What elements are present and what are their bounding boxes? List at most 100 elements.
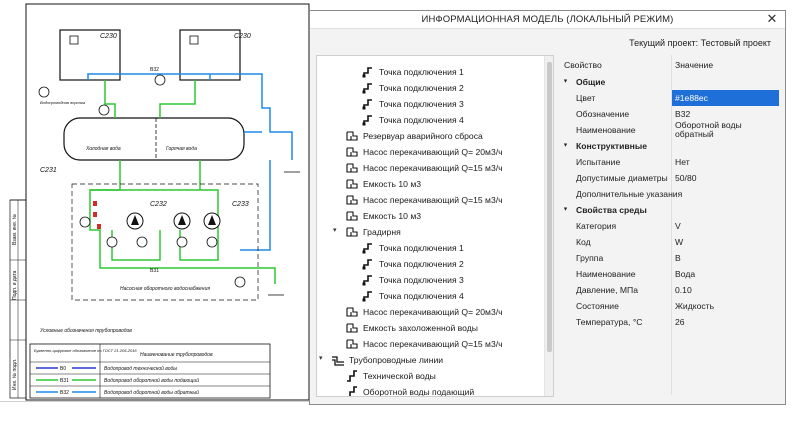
property-value[interactable]: 26 [675, 317, 685, 327]
label-b32-top: В32 [150, 67, 159, 73]
property-row[interactable]: Дополнительные указания [556, 186, 779, 202]
property-value[interactable]: W [675, 237, 684, 247]
property-value[interactable]: В [675, 253, 681, 263]
tree-row[interactable]: ▾Трубопроводные линии [317, 352, 545, 368]
tree-row[interactable]: Емкость 10 м3 [317, 176, 545, 192]
property-value[interactable]: Жидкость [675, 301, 715, 311]
tree-row[interactable]: Насос перекачивающий Q=15 м3/ч [317, 192, 545, 208]
equipment-icon [345, 161, 359, 175]
title-block-text-3: Инв. № подл. [12, 359, 18, 390]
tree-row[interactable]: Точка подключения 4 [317, 112, 545, 128]
props-column-separator [671, 55, 672, 395]
tree-row[interactable]: Точка подключения 1 [317, 64, 545, 80]
props-header-row: Свойство Значение [556, 57, 779, 73]
property-value[interactable]: V [675, 221, 681, 231]
connection-point-icon [361, 81, 375, 95]
property-value[interactable]: 50/80 [675, 173, 697, 183]
label-hot-water: Горячая вода [166, 146, 197, 152]
props-group-header[interactable]: ▲ Общие [556, 74, 779, 90]
tree-row[interactable]: Оборотной воды подающий [317, 384, 545, 397]
dialog-titlebar[interactable]: ИНФОРМАЦИОННАЯ МОДЕЛЬ (ЛОКАЛЬНЫЙ РЕЖИМ) … [310, 11, 785, 29]
tree-row[interactable]: Емкость захоложенной воды [317, 320, 545, 336]
property-value[interactable]: В32 [675, 109, 691, 119]
equipment-icon [345, 337, 359, 351]
cad-drawing: Взам. инв. № Подп. и дата Инв. № подл. С… [0, 0, 310, 402]
tree-scrollbar[interactable] [544, 56, 553, 396]
dialog-title: ИНФОРМАЦИОННАЯ МОДЕЛЬ (ЛОКАЛЬНЫЙ РЕЖИМ) [421, 14, 674, 25]
collapse-icon[interactable]: ▲ [562, 141, 569, 148]
tree-row[interactable]: Точка подключения 3 [317, 96, 545, 112]
tree-row-label: Емкость 10 м3 [363, 179, 422, 189]
tree-scrollbar-thumb[interactable] [547, 62, 552, 352]
tree-row[interactable]: Насос перекачивающий Q= 20м3/ч [317, 304, 545, 320]
tree-row[interactable]: Точка подключения 3 [317, 272, 545, 288]
property-value[interactable]: Вода [675, 269, 696, 279]
label-cold-water: Холодная вода [85, 146, 121, 152]
props-group-header[interactable]: ▲Конструктивные [556, 138, 779, 154]
property-name: Температура, °С [576, 317, 643, 327]
tree-row-label: Точка подключения 2 [379, 83, 464, 93]
expand-toggle-icon[interactable]: ▾ [333, 227, 337, 234]
connection-point-icon [361, 97, 375, 111]
property-row[interactable]: Испытание Нет [556, 154, 779, 170]
tree-row[interactable]: Точка подключения 1 [317, 240, 545, 256]
property-row[interactable]: Температура, °С 26 [556, 314, 779, 330]
tree-row-label: Точка подключения 4 [379, 291, 464, 301]
tree-row[interactable]: ▾Градирня [317, 224, 545, 240]
tree-row[interactable]: Насос перекачивающий Q= 20м3/ч [317, 144, 545, 160]
props-group-title: Общие [576, 77, 606, 87]
tree-row[interactable]: Резервуар аварийного сброса [317, 128, 545, 144]
label-c232: С232 [150, 201, 167, 208]
property-value[interactable]: 0.10 [675, 285, 692, 295]
tree-row[interactable]: Насос перекачивающий Q=15 м3/ч [317, 160, 545, 176]
equipment-icon [345, 225, 359, 239]
connection-point-icon [361, 113, 375, 127]
tree-row[interactable]: Точка подключения 4 [317, 288, 545, 304]
tree-row-label: Насос перекачивающий Q= 20м3/ч [363, 307, 503, 317]
connection-point-icon [361, 289, 375, 303]
title-block-text-1: Взам. инв. № [12, 214, 18, 245]
tree-row[interactable]: Технической воды [317, 368, 545, 384]
tree-row-label: Технической воды [363, 371, 436, 381]
tree-row-label: Оборотной воды подающий [363, 387, 475, 397]
property-name: Испытание [576, 157, 621, 167]
expand-toggle-icon[interactable]: ▾ [319, 355, 323, 362]
legend-name-b31: Водопровод оборотной воды подающий [104, 377, 199, 384]
close-icon[interactable]: ✕ [766, 11, 778, 26]
property-row[interactable]: Цвет #1e88ec [556, 90, 779, 106]
tree-row[interactable]: Точка подключения 2 [317, 80, 545, 96]
property-name: Допустимые диаметры [576, 173, 668, 183]
property-value[interactable]: Оборотной воды обратный [675, 120, 742, 139]
connection-point-icon [361, 65, 375, 79]
tree-row[interactable]: Емкость 10 м3 [317, 208, 545, 224]
label-pump-station: Насосная оборотного водоснабжения [120, 286, 210, 292]
legend-code-b31: В31 [60, 378, 69, 384]
props-group-header[interactable]: ▲Свойства среды [556, 202, 779, 218]
collapse-icon[interactable]: ▲ [562, 77, 569, 84]
property-name: Цвет [576, 93, 596, 103]
cooling-tower-right [179, 29, 241, 81]
label-drain-1: Водопроводная воронка [40, 100, 86, 105]
tree-row-label: Насос перекачивающий Q=15 м3/ч [363, 195, 503, 205]
property-row[interactable]: Категория V [556, 218, 779, 234]
collapse-icon[interactable]: ▲ [562, 205, 569, 212]
tree-row-label: Точка подключения 1 [379, 67, 464, 77]
property-name: Категория [576, 221, 617, 231]
property-value[interactable]: #1e88ec [675, 93, 708, 103]
tank [63, 117, 245, 161]
pipelines-group-icon [331, 353, 345, 367]
property-value[interactable]: Нет [675, 157, 690, 167]
property-row[interactable]: Допустимые диаметры 50/80 [556, 170, 779, 186]
tree-row[interactable]: Точка подключения 2 [317, 256, 545, 272]
selected-value-highlight [672, 90, 779, 106]
tree-row[interactable]: Насос перекачивающий Q=15 м3/ч [317, 336, 545, 352]
